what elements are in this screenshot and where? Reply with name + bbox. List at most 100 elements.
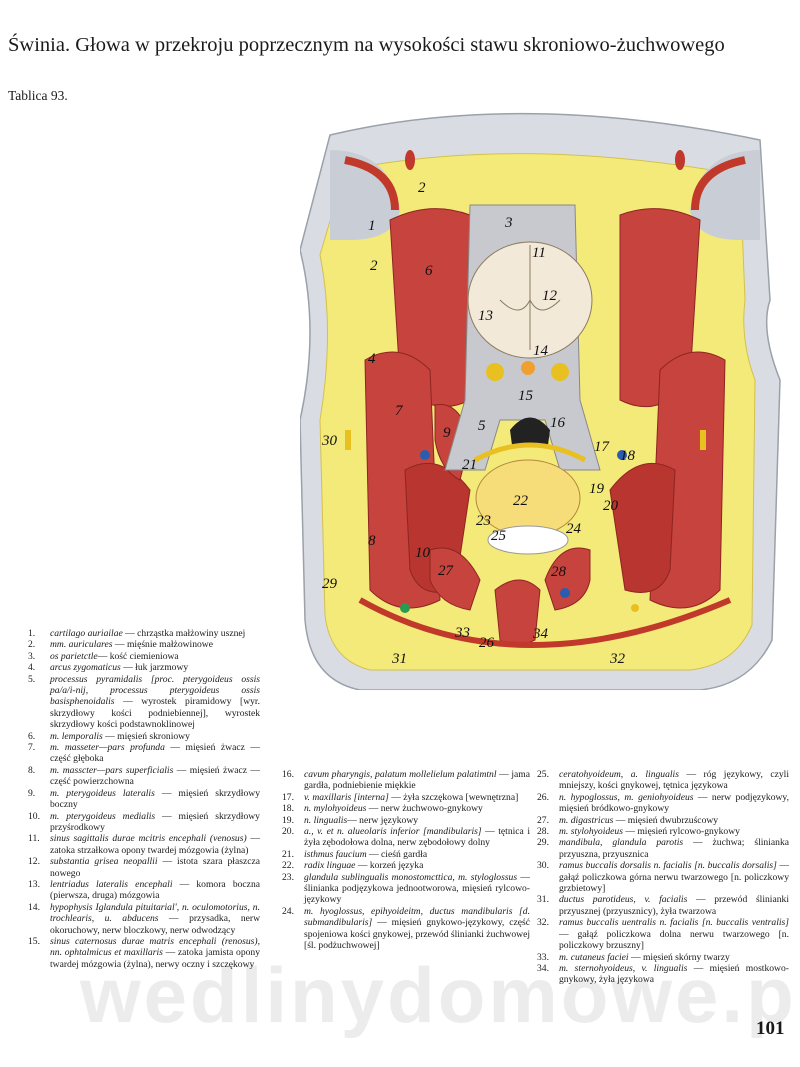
legend-latin-term: ramus buccalis uentralis n. facialis [n.…: [559, 917, 789, 929]
legend-number: 19.: [282, 814, 294, 826]
legend-entry: 16.cavum pharyngis, palatum mollelielum …: [282, 769, 530, 792]
legend-polish-term: — nerw językowy: [347, 814, 419, 826]
legend-latin-term: ceratohyoideum, a. lingualis: [559, 769, 679, 780]
label-21: 21: [462, 457, 477, 473]
legend-latin-term: n. mylohyoideus: [304, 803, 367, 815]
legend-polish-term: — mięsień rylcowo-gnykowy: [622, 826, 740, 838]
legend-number: 33.: [537, 951, 549, 963]
label-2: 2: [418, 180, 426, 196]
tongue: [473, 417, 587, 555]
legend-entry: 4.arcus zygomaticus — łuk jarzmowy: [28, 662, 260, 673]
legend-latin-term: n. hypoglossus, m. geniohyoideus: [559, 791, 694, 803]
legend-number: 26.: [537, 791, 549, 803]
legend-polish-term: — zatoka jamista opony twardej mózgowia …: [50, 947, 261, 970]
legend-polish-term: — gałąź policzkowa górna nerwu twarzoweg…: [559, 860, 790, 895]
legend-polish-term: — żuchwa; ślinianka przyuszna, przyuszni…: [559, 837, 789, 860]
ear-regions: [330, 150, 760, 240]
legend-entry: 13. lentriadus lateralis encephali — komo…: [28, 879, 260, 902]
legend-latin-term: cartilago auriailae: [50, 628, 123, 639]
label-28: 28: [551, 564, 567, 580]
label-29: 29: [322, 576, 338, 592]
legend-number: 16.: [282, 769, 294, 780]
legend-entry: 6.m. lemporalis — mięsień skroniowy: [28, 731, 260, 742]
legend-number: 29.: [537, 837, 549, 849]
legend-latin-term: m. pterygoideus medialis: [50, 810, 156, 822]
legend-entry: 34.m. sternohyoideus, v. lingualis — mię…: [537, 963, 789, 986]
legend-entry: 15.sinus caternosus durae matris encepha…: [28, 936, 260, 970]
label-5: 5: [478, 418, 486, 434]
legend-polish-term: — wyrostek piramidowy [wyr. skrzydłowy k…: [50, 696, 260, 731]
legend-polish-term: — zatoka strzałkowa opony twardej mózgow…: [50, 833, 260, 856]
label-19: 19: [589, 481, 605, 497]
label-17: 17: [594, 439, 611, 455]
legend-polish-term: — mięśnie małżowinowe: [112, 639, 213, 651]
label-24: 24: [566, 521, 582, 537]
legend-entry: 20.a., v. et n. alueolaris inferior [man…: [282, 826, 530, 849]
legend-polish-term: — chrząstka małżowiny usznej: [122, 628, 246, 639]
page-number: 101: [756, 1018, 785, 1039]
label-6: 6: [425, 263, 433, 279]
legend-entry: 5.processus pyramidalis [proc. pterygoid…: [28, 674, 260, 731]
label-32: 32: [609, 651, 626, 667]
page-title: Świnia. Głowa w przekroju poprzecznym na…: [8, 34, 725, 56]
legend-latin-term: hypophysis Iglandula pituitarial', n. oc…: [50, 901, 260, 925]
label-30: 30: [321, 433, 338, 449]
legend-polish-term: — komora boczna (pierwsza, druga) mózgow…: [50, 878, 260, 902]
legend-number: 3.: [28, 650, 36, 662]
legend-entry: 11.sinus sagittalis durae mcitris enceph…: [28, 833, 260, 856]
legend-polish-term: — mięsień skrzydłowy boczny: [50, 787, 260, 811]
legend-polish-term: — przewód ślinianki przyusznej (przyuszn…: [559, 894, 789, 917]
legend-polish-term: — cieśń gardła: [366, 848, 428, 860]
anatomical-illustration: 1 2 2 3 4 5 6 7 8 9 10 11 12 13 14 15 16…: [300, 112, 781, 690]
legend-polish-term: — mięsień gnykowo-językowy, część spojen…: [304, 917, 530, 952]
label-12: 12: [542, 288, 558, 304]
legend-number: 13.: [28, 878, 40, 890]
legend-polish-term: — nerw podjęzykowy, mięsień bródkowo-gny…: [559, 791, 789, 815]
legend-entry: 29.mandibula, glandula parotis — żuchwa;…: [537, 837, 789, 860]
label-25: 25: [491, 528, 507, 544]
legend-entry: 22. radix linguae — korzeń języka: [282, 860, 530, 871]
legend-column-3: 25. ceratohyoideum, a. lingualis — róg ję…: [537, 769, 789, 986]
legend-latin-term: radix linguae: [304, 860, 356, 872]
legend-latin-term: mm. auriculares: [50, 639, 113, 651]
legend-number: 8.: [28, 764, 36, 776]
legend-number: 22.: [282, 860, 294, 872]
legend-entry: 2.mm. auriculares — mięśnie małżowinowe: [28, 639, 260, 650]
legend-latin-term: lentriadus lateralis encephali: [50, 878, 173, 890]
legend-polish-term: — kość ciemieniowa: [97, 650, 179, 662]
legend-entry: 27.m. digastricus — mięsień dwubrzuścowy: [537, 815, 789, 826]
legend-number: 25.: [537, 769, 549, 780]
label-20: 20: [603, 498, 619, 514]
legend-polish-term: — mięsień żwacz — część powierzchowna: [50, 764, 260, 788]
legend-number: 14.: [28, 901, 40, 913]
label-2b: 2: [370, 258, 378, 274]
legend-entry: 25. ceratohyoideum, a. lingualis — róg ję…: [537, 769, 789, 792]
legend-number: 5.: [28, 673, 36, 685]
legend-latin-term: m. sternohyoideus, v. lingualis: [559, 962, 688, 974]
legend-entry: 17.v. maxillaris [interna] — żyła szczęk…: [282, 792, 530, 803]
legend-polish-term: — róg językowy, czyli mniejszy, kości gn…: [559, 769, 789, 792]
label-14: 14: [533, 343, 549, 359]
legend-entry: 9.m. pterygoideus lateralis — mięsień sk…: [28, 788, 260, 811]
legend-entry: 23.glandula sublingualis monostomcttica,…: [282, 872, 530, 906]
legend-latin-term: m. masscter—pars superficialis: [50, 764, 174, 776]
legend-latin-term: m. pterygoideus lateralis: [50, 787, 155, 799]
legend-polish-term: — istota szara płaszcza nowego: [50, 856, 260, 879]
muscles: [358, 208, 732, 648]
legend-polish-term: — korzeń języka: [355, 860, 424, 872]
legend-latin-term: m. digastricus: [559, 814, 614, 826]
label-18: 18: [620, 448, 636, 464]
label-3: 3: [504, 215, 513, 231]
legend-number: 31.: [537, 894, 549, 906]
label-4: 4: [368, 351, 376, 367]
legend-entry: 10.m. pterygoideus medialis — mięsień sk…: [28, 811, 260, 834]
legend-number: 21.: [282, 848, 294, 860]
label-27: 27: [438, 563, 455, 579]
label-31: 31: [391, 651, 407, 667]
vessels: [345, 430, 706, 613]
legend-number: 30.: [537, 860, 549, 872]
label-10: 10: [415, 545, 431, 561]
legend-number: 23.: [282, 871, 294, 883]
watermark: wedlinydomowe.pl: [80, 951, 800, 1039]
brain: [467, 241, 593, 381]
